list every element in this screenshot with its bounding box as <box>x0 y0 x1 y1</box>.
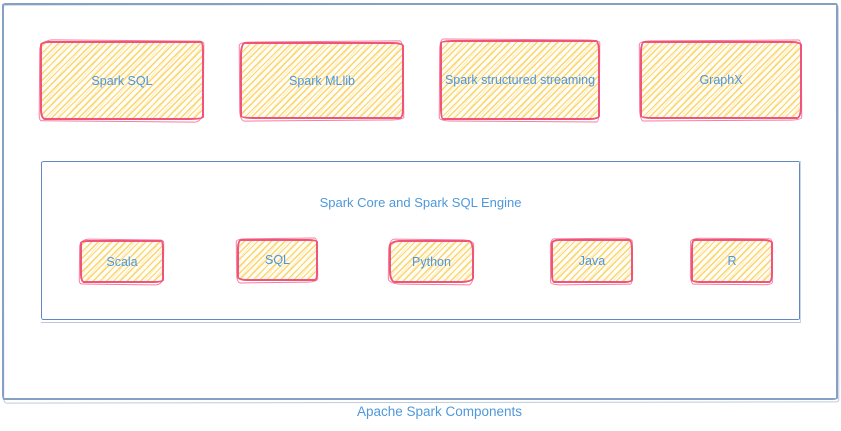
spark-core-engine-frame: Spark Core and Spark SQL Engine Scala SQ… <box>41 161 801 323</box>
component-box-spark-sql: Spark SQL <box>40 41 204 120</box>
component-box-spark-mllib: Spark MLlib <box>240 42 404 119</box>
component-label-spark-structured-streaming: Spark structured streaming <box>444 73 596 87</box>
diagram-title: Apache Spark Components <box>356 404 523 419</box>
language-box-python: Python <box>389 240 474 283</box>
component-label-spark-sql: Spark SQL <box>91 73 153 88</box>
language-box-sql: SQL <box>237 239 318 281</box>
language-box-java: Java <box>551 239 633 283</box>
language-label-scala: Scala <box>106 254 138 269</box>
language-label-java: Java <box>578 254 606 268</box>
component-label-graphx: GraphX <box>699 73 743 87</box>
language-box-scala: Scala <box>80 240 164 283</box>
spark-components-outer-frame <box>2 3 838 400</box>
language-label-sql: SQL <box>264 253 290 267</box>
component-label-spark-mllib: Spark MLlib <box>289 73 355 88</box>
language-label-r: R <box>727 254 737 268</box>
language-label-python: Python <box>412 254 451 269</box>
component-box-spark-structured-streaming: Spark structured streaming <box>440 40 600 120</box>
language-box-r: R <box>691 239 773 283</box>
spark-core-engine-label: Spark Core and Spark SQL Engine <box>319 195 522 210</box>
component-box-graphx: GraphX <box>640 41 802 119</box>
